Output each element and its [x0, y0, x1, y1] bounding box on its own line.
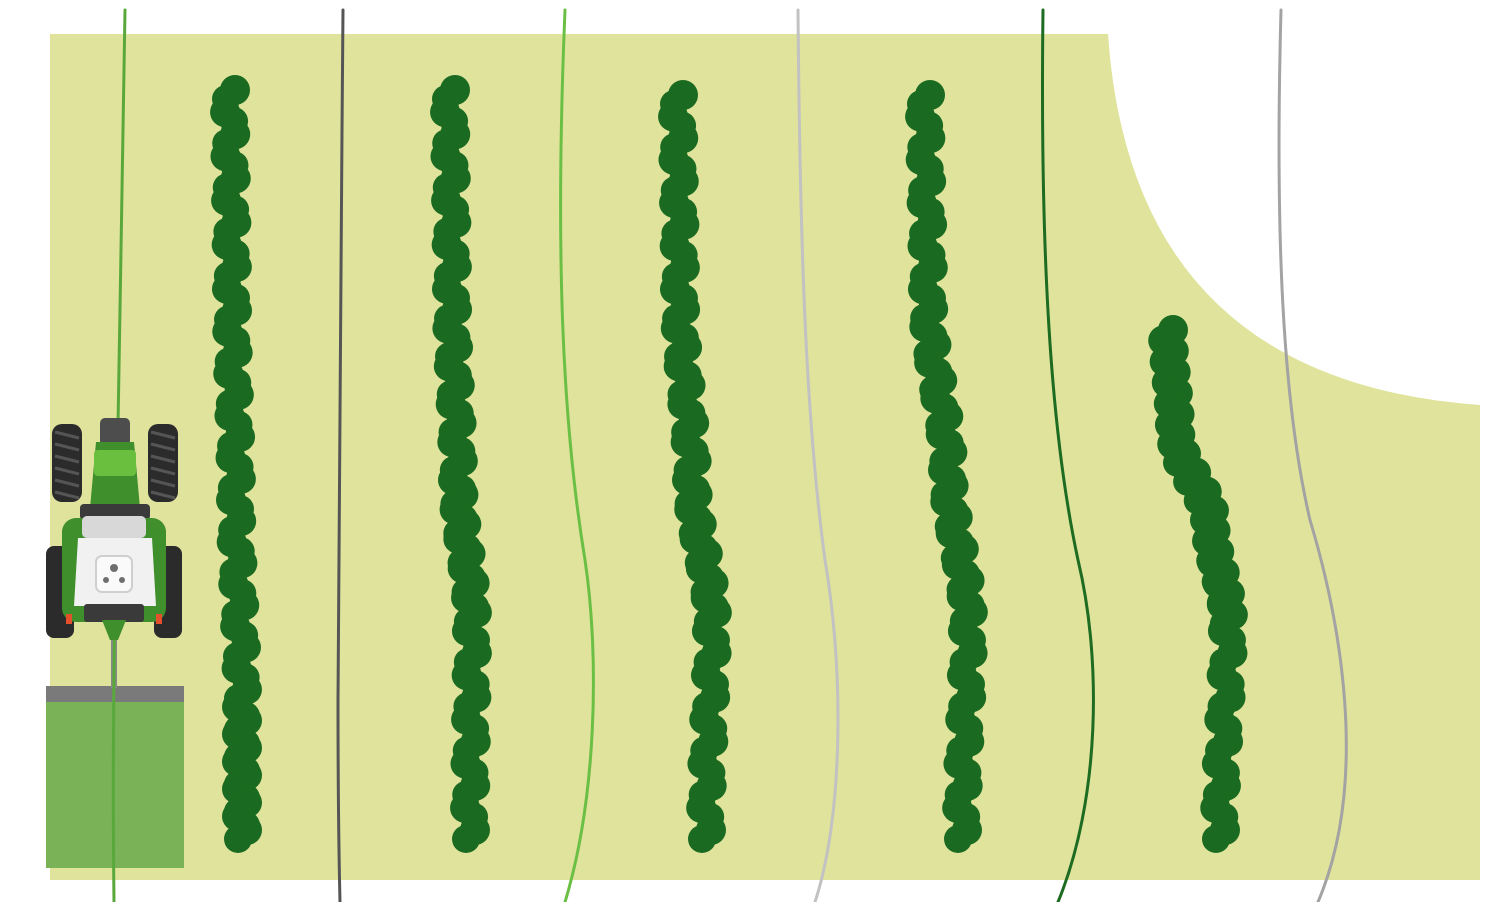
- tractor-top-view-icon: [46, 418, 182, 640]
- field-area: [50, 34, 1480, 880]
